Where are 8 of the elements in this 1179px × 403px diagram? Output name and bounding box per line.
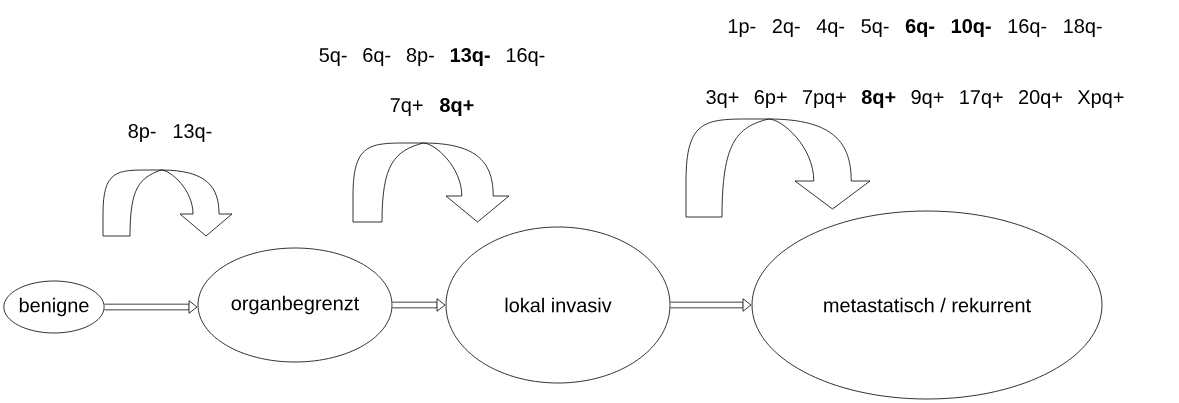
block-arrow [670, 298, 752, 312]
chromosome-aberrations: 3q+ 6p+ 7pq+ 8q+ 9q+ 17q+ 20q+ Xpq+ [706, 90, 1124, 109]
chromosome-aberrations: 8p- 13q- [128, 124, 212, 143]
chromosome-aberrations: 1p- 2q- 4q- 5q- 6q- 10q- 16q- 18q- [728, 19, 1102, 38]
chromosome-aberrations: 7q+ 8q+ [390, 98, 474, 117]
block-arrow [104, 300, 198, 314]
block-arrow [392, 298, 446, 312]
chromosome-aberrations: 5q- 6q- 8p- 13q- 16q- [319, 48, 545, 67]
